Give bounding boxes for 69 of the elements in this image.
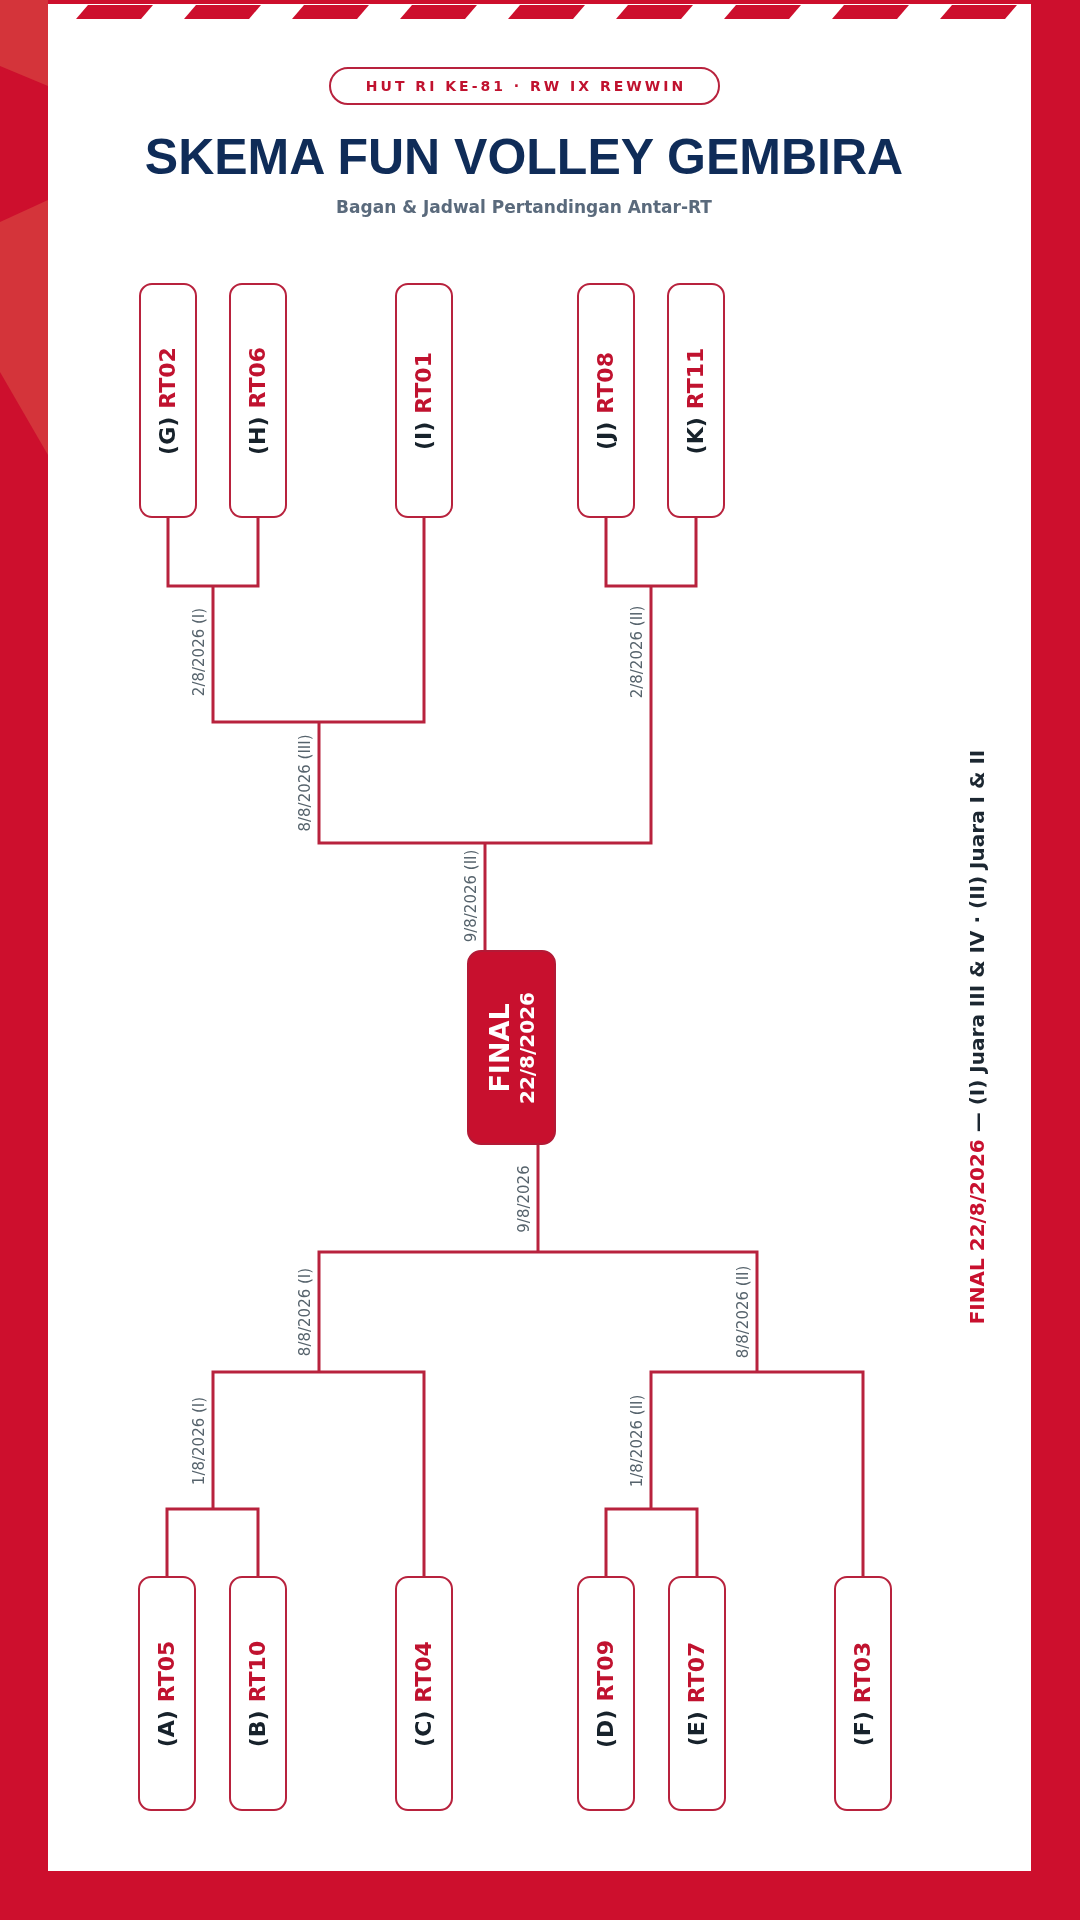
team-name: RT10	[245, 1640, 270, 1702]
team-box	[395, 283, 453, 518]
team-box	[395, 1576, 453, 1811]
bracket-line	[757, 1370, 865, 1576]
bracket-line	[604, 518, 651, 588]
team-name: RT11	[683, 347, 708, 409]
bracket-line	[317, 722, 485, 845]
team-name: RT03	[850, 1641, 875, 1703]
team-box	[138, 1576, 196, 1811]
slot-letter: (A)	[154, 1709, 179, 1747]
slot-letter: (E)	[684, 1710, 709, 1746]
match-date-label: 9/8/2026	[516, 1165, 532, 1233]
slot-letter: (D)	[593, 1709, 618, 1748]
slot-letter: (G)	[155, 416, 180, 455]
match-date-label: 2/8/2026 (II)	[629, 605, 645, 699]
team-box	[229, 1576, 287, 1811]
team-box	[577, 1576, 635, 1811]
bracket-line	[317, 1250, 538, 1372]
slot-letter: (H)	[245, 416, 270, 455]
slot-letter: (I)	[411, 421, 436, 450]
bracket-line	[538, 1250, 759, 1372]
bracket-line	[166, 518, 213, 588]
slot-letter: (F)	[850, 1710, 875, 1746]
slot-letter: (B)	[245, 1709, 270, 1747]
bracket-line	[651, 518, 698, 588]
slot-letter: (K)	[683, 416, 708, 454]
slot-letter: (C)	[411, 1710, 436, 1747]
match-date-label: 1/8/2026 (II)	[629, 1394, 645, 1488]
bracket-line	[319, 518, 426, 724]
bracket-line	[211, 1370, 319, 1509]
match-date-label: 8/8/2026 (III)	[297, 734, 313, 832]
team-name: RT01	[411, 351, 436, 414]
bracket-line	[604, 1507, 651, 1576]
team-box	[229, 283, 287, 518]
bracket-line	[483, 843, 487, 950]
team-box	[577, 283, 635, 518]
bracket-line	[211, 586, 319, 724]
match-date-label: 8/8/2026 (II)	[735, 1265, 751, 1359]
final-heading: FINAL	[485, 1001, 514, 1095]
final-date: 22/8/2026	[516, 991, 538, 1104]
team-name: RT09	[593, 1639, 618, 1702]
title: SKEMA FUN VOLLEY GEMBIRA	[144, 132, 904, 182]
bracket-line	[485, 586, 653, 845]
match-date-label: 9/8/2026 (II)	[463, 849, 479, 943]
slot-letter: (J)	[593, 421, 618, 450]
bracket-line	[165, 1507, 213, 1576]
event-badge: HUT RI KE-81 · RW IX REWWIN	[329, 67, 720, 105]
team-name: RT04	[411, 1640, 436, 1703]
bracket-line	[651, 1507, 699, 1576]
team-name: RT02	[155, 346, 180, 409]
final-box	[467, 950, 556, 1145]
match-date-label: 8/8/2026 (I)	[297, 1267, 313, 1357]
bracket-line	[536, 1145, 540, 1252]
team-name: RT05	[154, 1640, 179, 1702]
team-box	[834, 1576, 892, 1811]
team-name: RT06	[245, 346, 270, 408]
team-name: RT07	[684, 1641, 709, 1703]
team-name: RT08	[593, 351, 618, 414]
match-date-label: 2/8/2026 (I)	[191, 607, 207, 697]
bracket-line	[649, 1370, 757, 1509]
team-box	[667, 283, 725, 518]
bracket-line	[319, 1370, 426, 1576]
final-note: FINAL 22/8/2026 — (I) Juara III & IV · (II) Juara I & II	[967, 749, 987, 1325]
match-date-label: 1/8/2026 (I)	[191, 1396, 207, 1486]
team-box	[668, 1576, 726, 1811]
team-box	[139, 283, 197, 518]
subtitle: Bagan & Jadwal Pertandingan Antar-RT	[336, 198, 712, 216]
bracket-line	[213, 518, 260, 588]
bracket-line	[213, 1507, 260, 1576]
